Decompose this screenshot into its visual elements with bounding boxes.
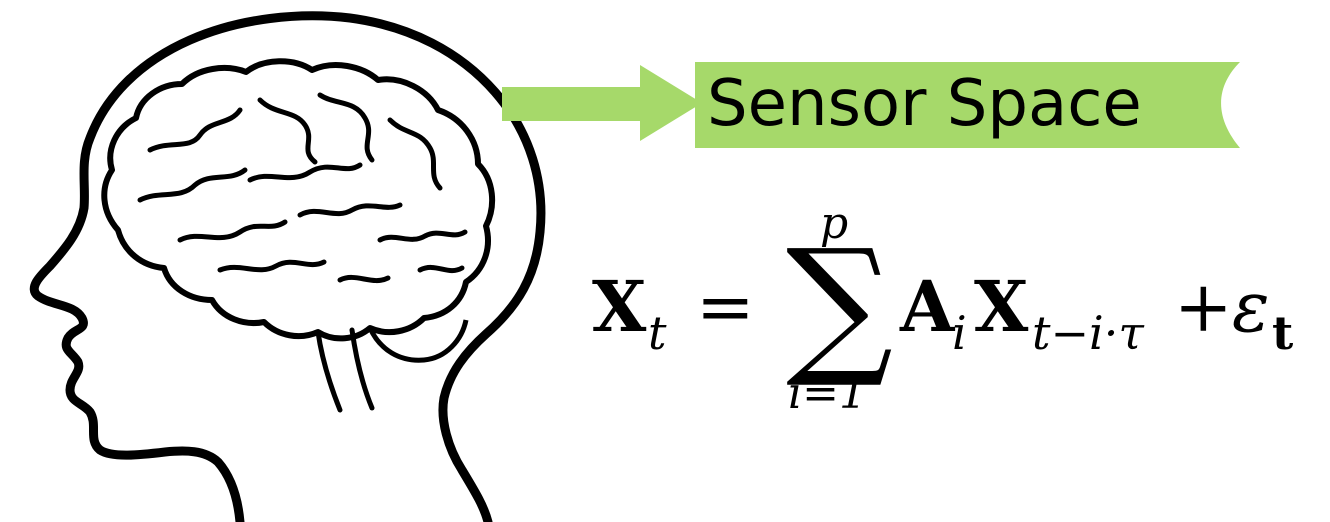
banner-label: Sensor Space <box>707 67 1142 141</box>
lhs-symbol: X <box>592 265 647 348</box>
coef-subscript: i <box>952 306 967 360</box>
sensor-space-banner: Sensor Space <box>695 62 1240 148</box>
cerebellum <box>367 319 469 363</box>
lhs-subscript: t <box>648 306 667 360</box>
plus-sign: + <box>1174 266 1233 348</box>
coef-symbol: A <box>900 265 955 348</box>
equals-sign: = <box>696 266 755 348</box>
var-symbol: X <box>974 265 1029 348</box>
banner-shape <box>695 62 1240 148</box>
arrow-shape <box>502 65 702 141</box>
sum-lower-limit: i=1 <box>788 368 867 419</box>
var-subscript: t−i·τ <box>1032 306 1144 360</box>
summation-symbol: ∑ <box>786 218 894 392</box>
head-outline <box>29 11 546 522</box>
brain-folds <box>137 92 468 284</box>
noise-subscript: t <box>1272 306 1294 360</box>
brain-outline <box>101 58 496 342</box>
noise-symbol: ε <box>1232 266 1270 348</box>
var-model-equation: X t = p ∑ i=1 A i X t−i·τ + ε t <box>592 200 1322 420</box>
human-head-with-brain-icon <box>29 11 546 522</box>
brainstem <box>315 327 375 413</box>
arrow-to-sensor-space <box>502 65 702 141</box>
sum-upper-limit: p <box>820 198 849 249</box>
